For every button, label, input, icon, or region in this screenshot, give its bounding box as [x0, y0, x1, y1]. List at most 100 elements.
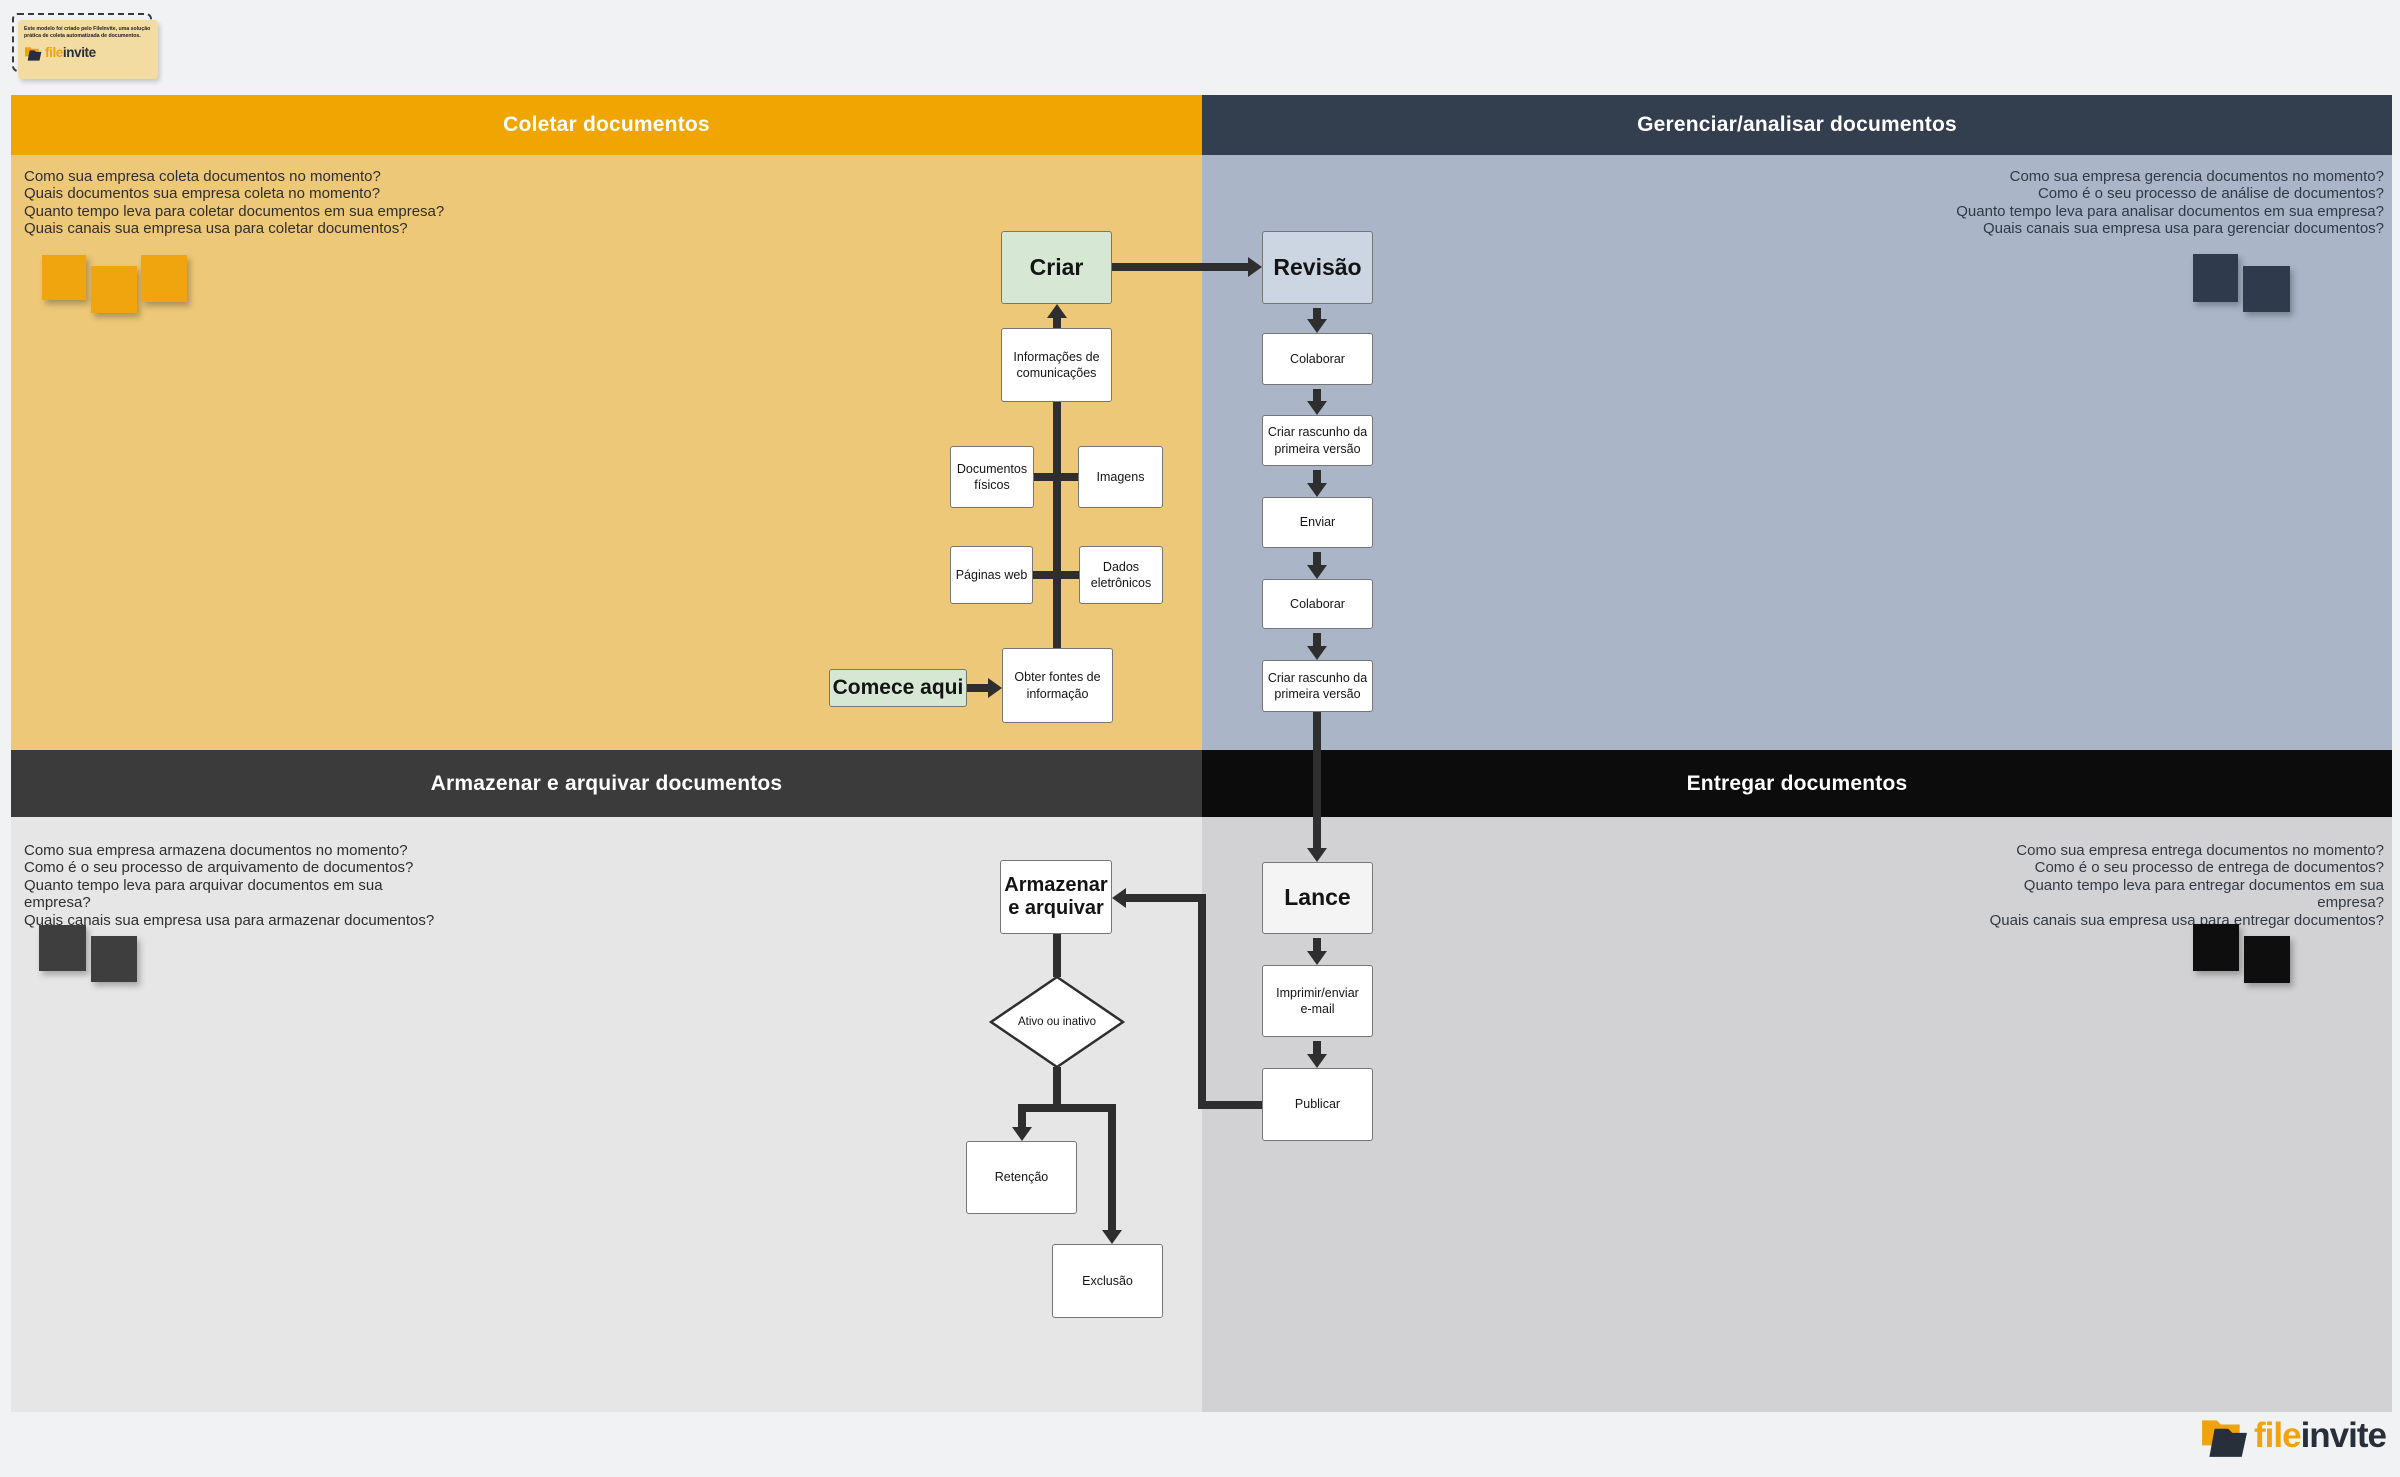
connector — [1108, 1112, 1116, 1230]
questions-manage: Como sua empresa gerencia documentos no … — [1924, 168, 2384, 238]
header-store: Armazenar e arquivar documentos — [11, 750, 1202, 817]
question: Como é o seu processo de análise de docu… — [2037, 185, 2384, 203]
connector — [1313, 1041, 1321, 1054]
node-informacoes-de-comunicacoes[interactable]: Informações de comunicações — [1001, 328, 1112, 402]
arrowhead — [1248, 257, 1262, 277]
question: Quanto tempo leva para arquivar document… — [24, 876, 383, 912]
node-dados-eletronicos[interactable]: Dados eletrônicos — [1079, 546, 1163, 604]
arrowhead — [1307, 951, 1327, 965]
questions-store: Como sua empresa armazena documentos no … — [24, 842, 484, 929]
sticky-note[interactable] — [2243, 266, 2290, 312]
connector — [1313, 389, 1321, 401]
arrowhead — [1307, 401, 1327, 415]
arrowhead — [1307, 1054, 1327, 1068]
badge-text: Este modelo foi criado pelo FileInvite, … — [24, 26, 151, 39]
question: Quanto tempo leva para entregar document… — [2023, 876, 2384, 912]
badge-logo-invite: invite — [62, 45, 96, 61]
node-criar-rascunho-1[interactable]: Criar rascunho da primeira versão — [1262, 415, 1373, 466]
arrowhead — [1047, 304, 1067, 318]
question: Quais canais sua empresa usa para armaze… — [24, 911, 435, 929]
question: Como é o seu processo de arquivamento de… — [24, 859, 414, 877]
header-manage-title: Gerenciar/analisar documentos — [1637, 113, 1957, 136]
connector — [1018, 1112, 1026, 1127]
connector — [1313, 552, 1321, 565]
arrowhead — [1307, 848, 1327, 862]
node-exclusao[interactable]: Exclusão — [1052, 1244, 1163, 1318]
node-paginas-web[interactable]: Páginas web — [950, 546, 1033, 604]
connector — [1112, 263, 1248, 271]
node-armazenar-e-arquivar[interactable]: Armazenar e arquivar — [1000, 860, 1112, 934]
question: Como sua empresa armazena documentos no … — [24, 842, 408, 859]
node-retencao[interactable]: Retenção — [966, 1141, 1077, 1214]
sticky-note[interactable] — [39, 925, 86, 971]
arrowhead — [1307, 646, 1327, 660]
diamond-label: Ativo ou inativo — [1018, 1016, 1096, 1028]
connector — [1053, 316, 1061, 328]
connector — [1053, 934, 1061, 977]
node-imagens[interactable]: Imagens — [1078, 446, 1163, 508]
question: Quais canais sua empresa usa para entreg… — [1989, 911, 2384, 929]
node-criar-rascunho-2[interactable]: Criar rascunho da primeira versão — [1262, 660, 1373, 712]
arrowhead — [1307, 483, 1327, 497]
questions-collect: Como sua empresa coleta documentos no mo… — [24, 168, 484, 238]
connector — [1126, 894, 1206, 902]
sticky-note[interactable] — [2193, 254, 2238, 302]
question: Quanto tempo leva para analisar document… — [1956, 202, 2384, 220]
question: Como é o seu processo de entrega de docu… — [2034, 859, 2384, 877]
logo-file: file — [2254, 1416, 2302, 1455]
questions-deliver: Como sua empresa entrega documentos no m… — [1924, 842, 2384, 929]
sticky-note[interactable] — [42, 255, 86, 300]
connector — [1313, 938, 1321, 951]
decision-diamond — [989, 975, 1125, 1069]
connector — [1053, 1067, 1061, 1112]
sticky-note[interactable] — [2193, 924, 2239, 971]
connector — [1018, 1104, 1116, 1112]
arrowhead — [1102, 1230, 1122, 1244]
node-comece-aqui[interactable]: Comece aqui — [829, 669, 967, 707]
node-criar[interactable]: Criar — [1001, 231, 1112, 304]
header-deliver-title: Entregar documentos — [1686, 771, 1908, 795]
connector — [1313, 633, 1321, 646]
node-publicar[interactable]: Publicar — [1262, 1068, 1373, 1141]
badge-logo-file: file — [45, 45, 63, 61]
header-deliver: Entregar documentos — [1202, 750, 2392, 817]
connector — [1198, 894, 1206, 1109]
node-lance[interactable]: Lance — [1262, 862, 1373, 934]
sticky-note[interactable] — [91, 936, 137, 982]
node-colaborar-2[interactable]: Colaborar — [1262, 579, 1373, 629]
sticky-note[interactable] — [2244, 936, 2290, 983]
folder-icon — [25, 46, 42, 61]
sticky-note[interactable] — [141, 255, 187, 302]
node-revisao[interactable]: Revisão — [1262, 231, 1373, 304]
connector — [1313, 470, 1321, 483]
quadrant-deliver — [1202, 817, 2392, 1412]
node-imprimir-enviar-email[interactable]: Imprimir/enviar e-mail — [1262, 965, 1373, 1037]
header-collect: Coletar documentos — [11, 95, 1202, 155]
arrowhead — [1307, 565, 1327, 579]
arrowhead — [1112, 888, 1126, 908]
folder-icon — [2202, 1420, 2247, 1457]
question: Quais documentos sua empresa coleta no m… — [24, 185, 381, 203]
node-enviar[interactable]: Enviar — [1262, 497, 1373, 548]
node-obter-fontes-de-informacao[interactable]: Obter fontes de informação — [1002, 648, 1113, 723]
quadrant-manage — [1202, 155, 2392, 750]
connector — [967, 684, 988, 692]
question: Como sua empresa entrega documentos no m… — [2016, 842, 2384, 859]
logo-invite: invite — [2300, 1416, 2387, 1455]
connector — [1313, 712, 1321, 848]
node-colaborar-1[interactable]: Colaborar — [1262, 333, 1373, 385]
node-ativo-ou-inativo[interactable]: Ativo ou inativo — [989, 975, 1125, 1069]
connector — [1034, 473, 1078, 481]
sticky-note[interactable] — [91, 266, 137, 313]
connector — [1313, 308, 1321, 319]
node-documentos-fisicos[interactable]: Documentos físicos — [950, 446, 1034, 508]
question: Quais canais sua empresa usa para coleta… — [24, 220, 408, 238]
header-collect-title: Coletar documentos — [503, 113, 710, 136]
arrowhead — [1307, 319, 1327, 333]
question: Quanto tempo leva para coletar documento… — [24, 202, 445, 220]
arrowhead — [1012, 1127, 1032, 1141]
connector — [1033, 571, 1079, 579]
